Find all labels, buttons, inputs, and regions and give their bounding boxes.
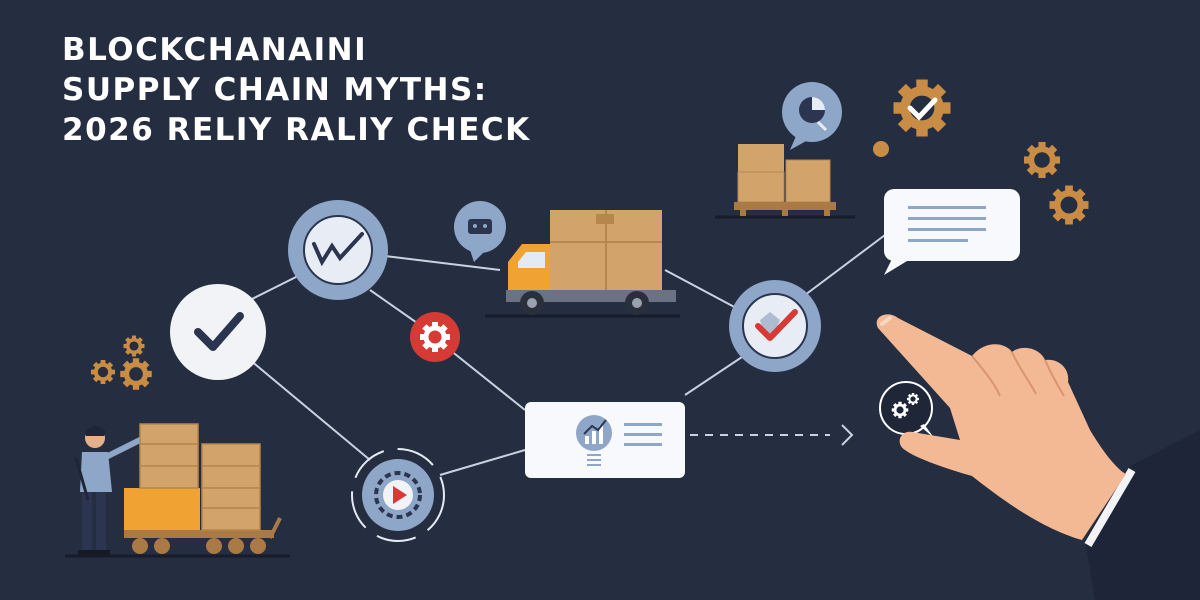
title-line-3: 2026 RELIY RALIY CHECK xyxy=(62,112,531,148)
settings-bubble xyxy=(879,381,934,438)
check-node xyxy=(170,284,266,380)
page-title: BLOCKCHANAINI SUPPLY CHAIN MYTHS: 2026 R… xyxy=(62,30,531,150)
trend-icon xyxy=(312,232,364,267)
trend-node xyxy=(288,200,388,300)
play-node xyxy=(351,448,445,542)
pallet-boxes xyxy=(715,144,855,219)
title-line-2: SUPPLY CHAIN MYTHS: xyxy=(62,72,488,108)
red-check-icon xyxy=(755,309,798,341)
box-icon xyxy=(139,423,261,531)
chat-bubble-small xyxy=(454,201,506,262)
truck-icon xyxy=(485,210,680,318)
pie-chart-icon xyxy=(782,82,842,150)
title-line-1: BLOCKCHANAINI xyxy=(62,32,368,68)
verify-node xyxy=(729,280,821,372)
gear-cluster-left xyxy=(91,333,152,390)
check-icon xyxy=(907,97,938,121)
chart-icon xyxy=(585,426,603,444)
network-connectors xyxy=(249,234,886,476)
play-icon xyxy=(393,486,407,504)
pointing-hand-icon xyxy=(876,314,1200,600)
speech-bubble-icon xyxy=(884,189,1020,275)
worker-with-cart xyxy=(65,423,290,558)
chart-card xyxy=(525,402,685,478)
gear-node xyxy=(410,312,460,362)
gear-cluster-top xyxy=(873,80,1089,225)
check-icon xyxy=(194,312,244,351)
